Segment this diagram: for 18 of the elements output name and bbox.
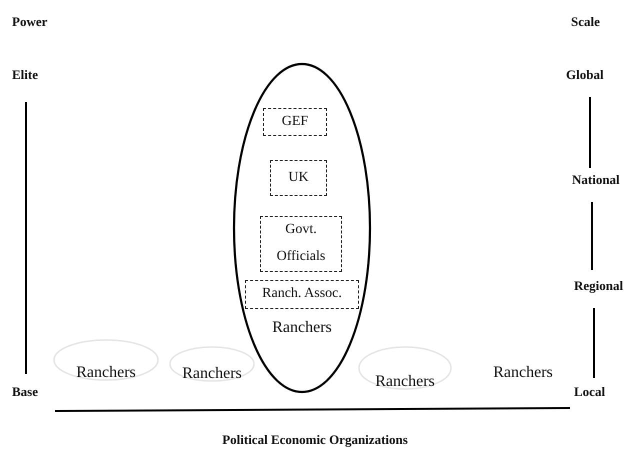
axis-label: Base [12, 384, 38, 400]
organization-box: UK [270, 160, 327, 196]
axis-label: National [572, 172, 620, 188]
axis-label: Power [12, 14, 48, 30]
axis-label: Global [566, 67, 604, 83]
group-label: Ranchers [272, 319, 332, 337]
group-label: Ranchers [375, 373, 435, 391]
axis-label: Elite [12, 67, 38, 83]
group-label: Ranchers [182, 365, 242, 383]
axis-title: Political Economic Organizations [222, 432, 408, 448]
axis-label: Scale [571, 14, 600, 30]
organization-box: Govt. Officials [260, 216, 342, 272]
organization-box: Ranch. Assoc. [245, 280, 359, 309]
axis-label: Local [574, 384, 606, 400]
group-label: Ranchers [76, 364, 136, 382]
organization-box: GEF [263, 108, 327, 136]
group-label: Ranchers [493, 364, 553, 382]
axis-label: Regional [574, 278, 624, 294]
